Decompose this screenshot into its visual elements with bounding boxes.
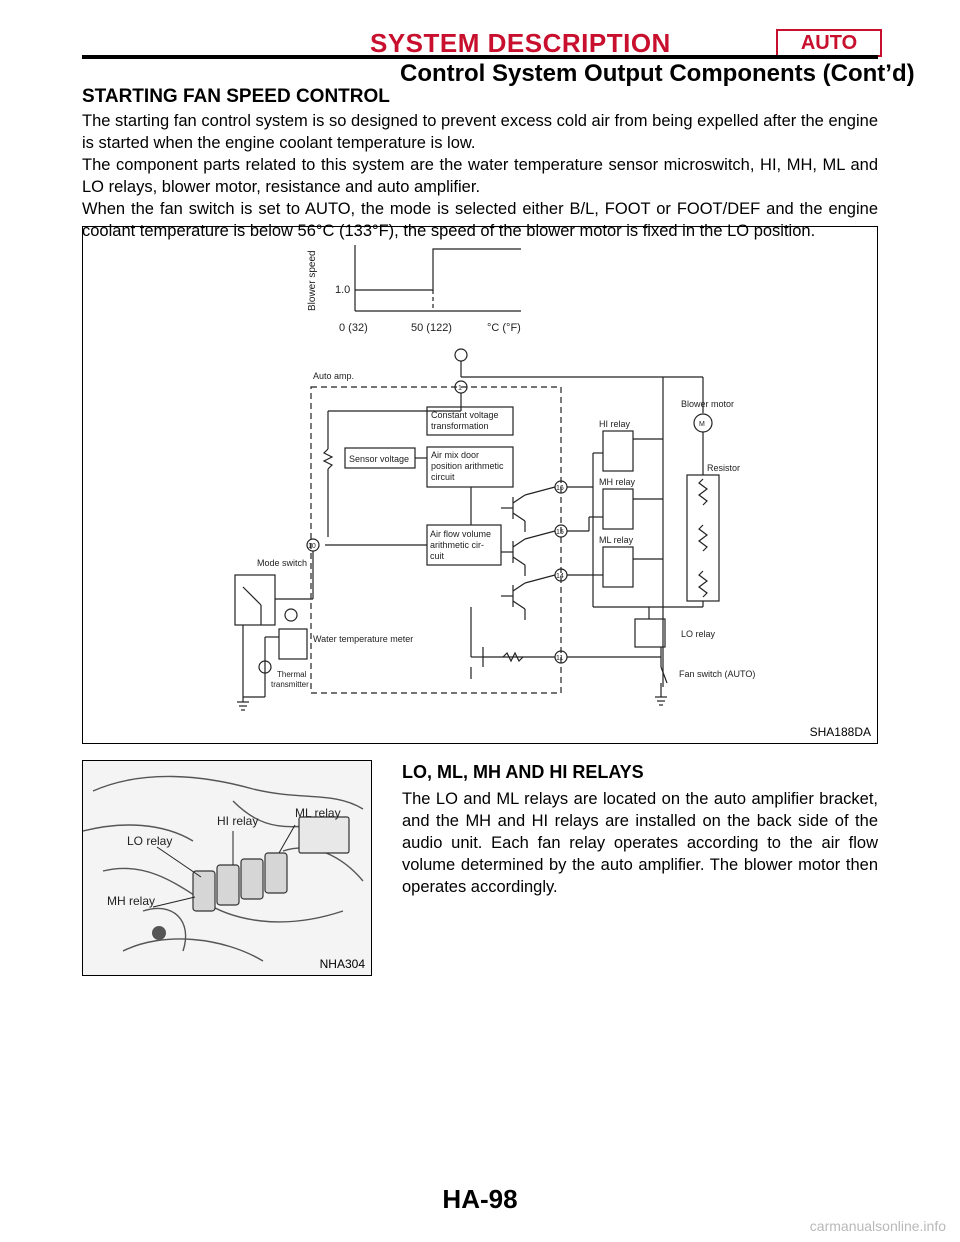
relay-block-3 <box>240 858 264 900</box>
graph-ylabel: Blower speed <box>307 250 318 311</box>
graph-ytick: 1.0 <box>335 284 350 296</box>
relay-location-photo: HI relay ML relay LO relay MH relay NHA3… <box>82 760 372 976</box>
pin-label-14: 14 <box>556 573 564 580</box>
label-airflow-2: arithmetic cir- <box>430 540 484 550</box>
label-airmix-2: position arithmetic <box>431 461 504 471</box>
meter-power-symbol <box>284 608 298 622</box>
label-ml-relay: ML relay <box>599 535 634 545</box>
label-airmix-3: circuit <box>431 472 455 482</box>
ml-relay-symbol <box>602 546 634 588</box>
photo-label-ml-relay: ML relay <box>295 806 341 820</box>
label-sensor-voltage: Sensor voltage <box>349 454 409 464</box>
section-title-relays: LO, ML, MH AND HI RELAYS <box>402 762 644 782</box>
bolt-icon <box>152 926 166 940</box>
header-title: SYSTEM DESCRIPTION <box>370 28 671 58</box>
pin-label-10: 10 <box>308 543 316 550</box>
figure2-code: NHA304 <box>319 957 365 971</box>
label-blower-motor: Blower motor <box>681 399 734 409</box>
bracket <box>298 816 350 854</box>
resistor-2 <box>698 524 708 552</box>
graph-xtick-50: 50 (122) <box>411 322 452 334</box>
power-supply-symbol <box>454 348 468 362</box>
label-lo-relay: LO relay <box>681 629 716 639</box>
label-const-voltage-2: transformation <box>431 421 489 431</box>
relay-photo-illustration: HI relay ML relay LO relay MH relay <box>83 761 371 975</box>
photo-label-lo-relay: LO relay <box>127 834 172 848</box>
relays-paragraph: The LO and ML relays are located on the … <box>402 790 878 896</box>
label-airmix-1: Air mix door <box>431 450 479 460</box>
mh-relay-symbol <box>602 488 634 530</box>
label-mh-relay: MH relay <box>599 477 636 487</box>
lo-relay-symbol <box>634 618 666 648</box>
relay-block-4 <box>264 852 288 894</box>
header-badge: AUTO <box>776 29 882 57</box>
label-const-voltage-1: Constant voltage <box>431 410 499 420</box>
resistor-1 <box>698 478 708 506</box>
pin-label-16: 16 <box>556 485 564 492</box>
header-rule <box>82 55 878 59</box>
circuit-diagram-figure: Blower speed 1.0 0 (32) 50 (122) °C (°F)… <box>82 226 878 744</box>
hi-relay-symbol <box>602 430 634 472</box>
section-title-starting-fan: STARTING FAN SPEED CONTROL <box>82 86 390 107</box>
label-airflow-1: Air flow volume <box>430 529 491 539</box>
pin-label-11: 11 <box>556 655 563 662</box>
relay-block-2 <box>216 864 240 906</box>
label-motor-symbol: M <box>699 421 705 428</box>
label-fan-switch: Fan switch (AUTO) <box>679 669 755 679</box>
constant-voltage-box <box>426 406 514 436</box>
circuit-diagram: Blower speed 1.0 0 (32) 50 (122) °C (°F)… <box>234 245 755 711</box>
paragraph-1: The starting fan control system is so de… <box>82 112 878 152</box>
pin-label-1: 1 <box>458 385 462 392</box>
mode-switch-symbol <box>234 574 276 626</box>
photo-label-mh-relay: MH relay <box>107 894 155 908</box>
blower-speed-curve <box>355 248 521 291</box>
label-thermal-1: Thermal <box>277 670 307 679</box>
figure1-code: SHA188DA <box>809 725 871 739</box>
relay-block-1 <box>192 870 216 912</box>
auto-amp-boundary <box>310 386 562 694</box>
photo-label-hi-relay: HI relay <box>217 814 258 828</box>
label-hi-relay: HI relay <box>599 419 631 429</box>
label-auto-amp: Auto amp. <box>313 371 354 381</box>
header-subtitle: Control System Output Components (Cont’d… <box>400 60 915 87</box>
paragraph-2: The component parts related to this syst… <box>82 156 878 196</box>
graph-xunit: °C (°F) <box>487 322 521 334</box>
label-thermal-2: transmitter <box>271 680 309 689</box>
label-resistor: Resistor <box>707 463 740 473</box>
graph-xtick-0: 0 (32) <box>339 322 368 334</box>
water-temp-meter-box <box>278 628 308 660</box>
thermal-transmitter-symbol <box>258 660 272 674</box>
watermark: carmanualsonline.info <box>809 1218 946 1234</box>
label-airflow-3: cuit <box>430 551 445 561</box>
label-mode-switch: Mode switch <box>257 558 307 568</box>
resistor-3 <box>698 570 708 598</box>
pin-label-15: 15 <box>556 529 564 536</box>
label-water-temp-meter: Water temperature meter <box>313 634 413 644</box>
air-mix-box <box>426 446 514 488</box>
page-number: HA-98 <box>442 1184 518 1214</box>
